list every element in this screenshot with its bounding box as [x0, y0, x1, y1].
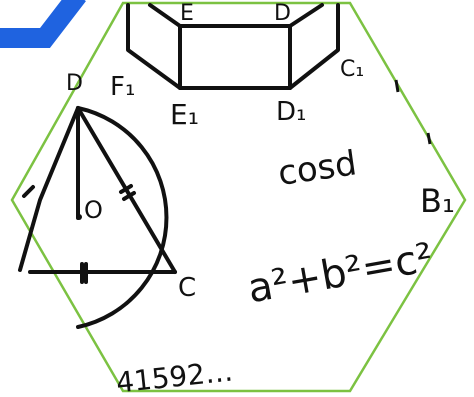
right-edge-tick — [394, 79, 400, 93]
prism-label-right: C₁ — [340, 57, 364, 82]
right-edge-tick-2 — [426, 132, 432, 145]
prism-label-top-right: D — [274, 1, 291, 26]
blue-chevron-stripe — [0, 0, 86, 48]
pythagorean-formula: a²+b²=c² — [244, 235, 436, 313]
prism-label-bottom-right: D₁ — [276, 97, 306, 127]
circle-arc — [76, 106, 169, 329]
prism-label-left: F₁ — [110, 72, 135, 102]
prism-label-bottom-left: E₁ — [170, 98, 199, 131]
hexagon-frame — [10, 1, 467, 393]
prism-label-top-left: E — [180, 1, 194, 26]
circle-label-top-vertex: D — [66, 71, 83, 96]
circle-center-dot — [76, 214, 82, 220]
circle-label-right-vertex: C — [178, 273, 196, 303]
circle-label-center: O — [84, 196, 103, 224]
edge-label-b1: B₁ — [420, 182, 455, 220]
prism-sketch — [126, 3, 340, 90]
cos-formula: cosd — [276, 143, 360, 194]
circle-triangle-sketch — [18, 106, 177, 329]
